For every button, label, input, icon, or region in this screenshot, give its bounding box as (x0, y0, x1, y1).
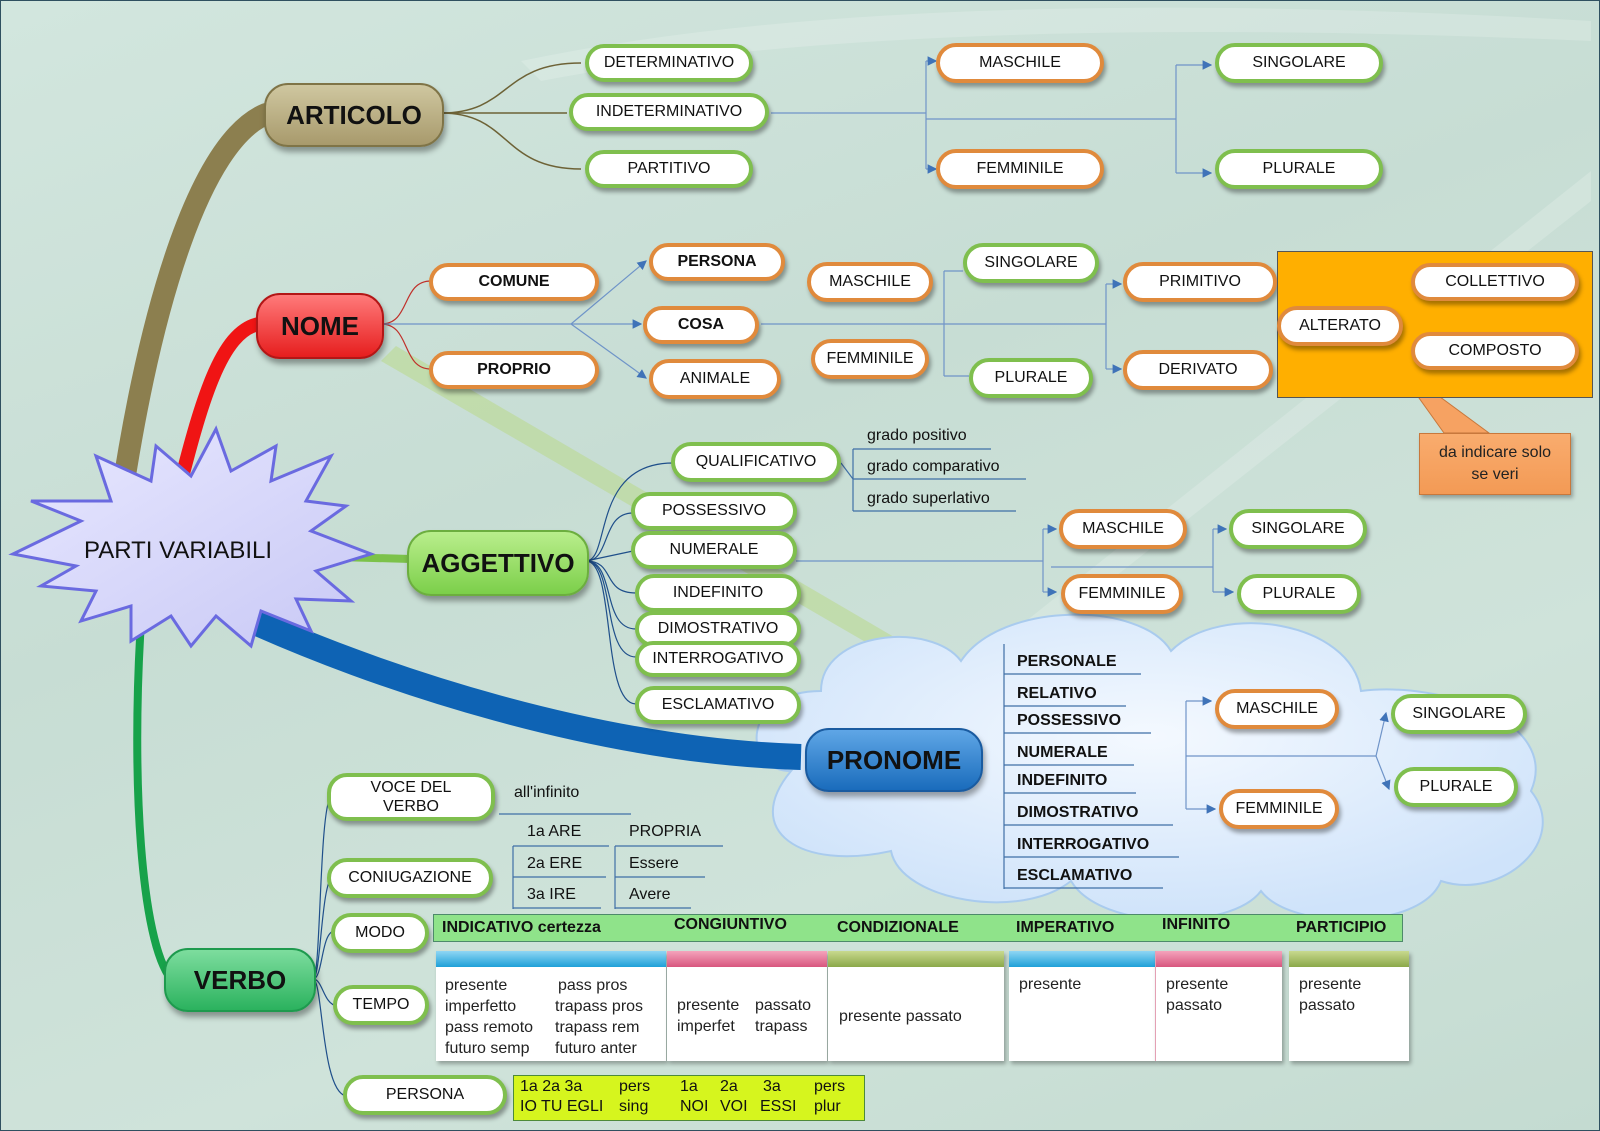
tempi-imperativo: presente (1009, 951, 1155, 1061)
articolo-singolare[interactable]: SINGOLARE (1215, 43, 1383, 83)
pronome-maschile[interactable]: MASCHILE (1215, 689, 1339, 729)
callout-note: da indicare solo se veri (1419, 433, 1571, 495)
pronome-numerale: NUMERALE (1017, 744, 1108, 761)
nome-plurale[interactable]: PLURALE (969, 358, 1093, 398)
central-starburst (8, 425, 376, 649)
modo-imperativo: IMPERATIVO (1016, 919, 1115, 936)
articolo-determinativo[interactable]: DETERMINATIVO (585, 44, 753, 82)
nome-singolare[interactable]: SINGOLARE (963, 243, 1099, 283)
nome-maschile[interactable]: MASCHILE (807, 262, 933, 302)
aggettivo-numerale[interactable]: NUMERALE (631, 531, 797, 569)
modo-participio: PARTICIPIO (1296, 919, 1387, 936)
nome-alterato[interactable]: ALTERATO (1277, 306, 1403, 346)
verbo-modo[interactable]: MODO (331, 913, 429, 953)
aggettivo-qualificativo[interactable]: QUALIFICATIVO (671, 442, 841, 482)
tempi-infinito: presente passato (1155, 951, 1282, 1061)
pronome-possessivo: POSSESSIVO (1017, 712, 1122, 729)
articolo-maschile[interactable]: MASCHILE (936, 43, 1104, 83)
pronome-interrogativo: INTERROGATIVO (1017, 836, 1150, 853)
central-topic-label: PARTI VARIABILI (84, 537, 273, 564)
pronome-node[interactable]: PRONOME (805, 728, 983, 792)
verbo-voce[interactable]: VOCE DEL VERBO (327, 773, 495, 821)
aggettivo-plurale[interactable]: PLURALE (1237, 574, 1361, 614)
tempi-congiuntivo: presente imperfet passato trapass (667, 951, 827, 1061)
grado-positivo: grado positivo (867, 427, 967, 444)
pronome-esclamativo: ESCLAMATIVO (1017, 867, 1133, 884)
grado-comparativo: grado comparativo (867, 458, 1000, 475)
ausiliare-propria: PROPRIA (629, 823, 702, 840)
indicativo-col-a: presente imperfetto pass remoto futuro s… (445, 977, 534, 1057)
pronome-singolare[interactable]: SINGOLARE (1391, 694, 1527, 734)
modo-congiuntivo: CONGIUNTIVO (674, 916, 787, 933)
modo-infinito: INFINITO (1162, 916, 1231, 933)
pronome-femminile[interactable]: FEMMINILE (1219, 789, 1339, 829)
nome-composto[interactable]: COMPOSTO (1411, 332, 1579, 370)
modi-bar: INDICATIVO certezza CONGIUNTIVO CONDIZIO… (433, 914, 1403, 942)
ausiliare-avere: Avere (629, 886, 671, 903)
nome-derivato[interactable]: DERIVATO (1123, 350, 1273, 390)
grado-superlativo: grado superlativo (867, 490, 990, 507)
nome-proprio[interactable]: PROPRIO (429, 351, 599, 389)
aggettivo-maschile[interactable]: MASCHILE (1059, 509, 1187, 549)
coniugazione-1: 1a ARE (527, 823, 582, 840)
nome-comune[interactable]: COMUNE (429, 263, 599, 301)
articolo-node[interactable]: ARTICOLO (264, 83, 444, 147)
aggettivo-indefinito[interactable]: INDEFINITO (635, 574, 801, 612)
nome-animale[interactable]: ANIMALE (649, 359, 781, 399)
aggettivo-interrogativo[interactable]: INTERROGATIVO (635, 641, 801, 677)
nome-persona[interactable]: PERSONA (649, 243, 785, 281)
indicativo-col-b: pass pros trapass pros trapass rem futur… (555, 977, 644, 1057)
pronome-cloud (755, 613, 1544, 921)
tempi-indicativo: presente imperfetto pass remoto futuro s… (436, 951, 666, 1061)
pronome-dimostrativo: DIMOSTRATIVO (1017, 804, 1139, 821)
coniugazione-3: 3a IRE (527, 886, 576, 903)
modo-indicativo: INDICATIVO certezza (442, 919, 601, 936)
verbo-node[interactable]: VERBO (164, 948, 316, 1012)
persona-box: 1a 2a 3a pers 1a 2a 3a pers IO TU EGLI s… (513, 1075, 865, 1121)
verbo-tempo[interactable]: TEMPO (333, 985, 429, 1025)
tempi-condizionale: presente passato (828, 951, 1004, 1061)
aggettivo-esclamativo[interactable]: ESCLAMATIVO (635, 686, 801, 724)
coniugazione-2: 2a ERE (527, 855, 583, 872)
verbo-coniugazione[interactable]: CONIUGAZIONE (327, 858, 493, 898)
nome-collettivo[interactable]: COLLETTIVO (1411, 263, 1579, 301)
modo-condizionale: CONDIZIONALE (837, 919, 959, 936)
nome-primitivo[interactable]: PRIMITIVO (1123, 262, 1277, 302)
nome-femminile[interactable]: FEMMINILE (811, 339, 929, 379)
aggettivo-singolare[interactable]: SINGOLARE (1229, 509, 1367, 549)
pronome-relativo: RELATIVO (1017, 685, 1097, 702)
articolo-plurale[interactable]: PLURALE (1215, 149, 1383, 189)
pronome-personale: PERSONALE (1017, 653, 1117, 670)
verbo-persona[interactable]: PERSONA (343, 1075, 507, 1115)
voce-infinito: all'infinito (514, 784, 580, 801)
tempi-participio: presente passato (1289, 951, 1409, 1061)
nome-cosa[interactable]: COSA (643, 306, 759, 344)
ausiliare-essere: Essere (629, 855, 679, 872)
pronome-indefinito: INDEFINITO (1017, 772, 1108, 789)
aggettivo-possessivo[interactable]: POSSESSIVO (631, 492, 797, 530)
aggettivo-femminile[interactable]: FEMMINILE (1061, 574, 1183, 614)
pronome-plurale[interactable]: PLURALE (1394, 767, 1518, 807)
articolo-partitivo[interactable]: PARTITIVO (585, 150, 753, 188)
articolo-femminile[interactable]: FEMMINILE (936, 149, 1104, 189)
articolo-indeterminativo[interactable]: INDETERMINATIVO (569, 93, 769, 131)
nome-node[interactable]: NOME (256, 293, 384, 359)
aggettivo-node[interactable]: AGGETTIVO (407, 530, 589, 596)
